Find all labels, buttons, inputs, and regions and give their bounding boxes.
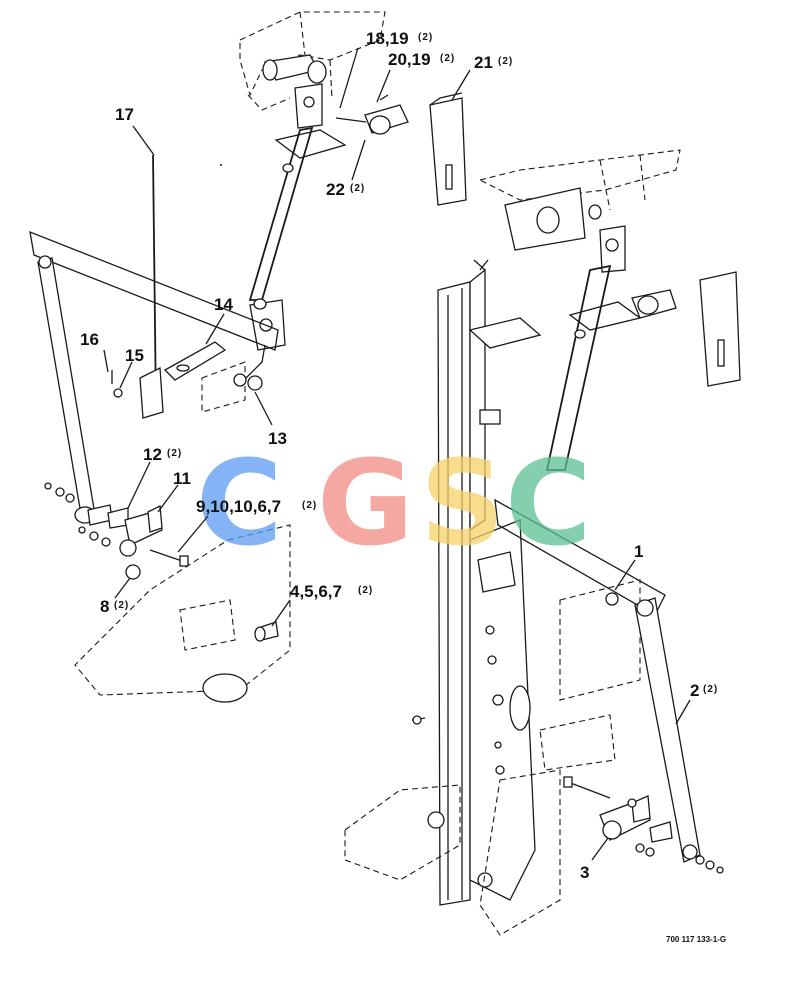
callout-9-10-10-6-7: 9,10,10,6,7 <box>196 497 281 516</box>
callout-18-19-qty: (2) <box>418 32 433 43</box>
callout-2-qty: (2) <box>703 684 718 695</box>
callout-9-10-10-6-7-qty: (2) <box>302 500 317 511</box>
callout-22: 22 <box>326 180 345 199</box>
watermark-letter-1: C <box>196 434 283 572</box>
callout-2: 2 <box>690 681 699 700</box>
callout-12: 12 <box>143 445 162 464</box>
callout-13: 13 <box>268 429 287 448</box>
leader-lines <box>103 47 691 861</box>
callout-8-qty: (2) <box>114 600 129 611</box>
watermark-letter-2: G <box>317 434 414 572</box>
callout-4-5-6-7: 4,5,6,7 <box>290 582 342 601</box>
callout-21: 21 <box>474 53 493 72</box>
watermark: C G S C <box>196 434 592 572</box>
callout-14: 14 <box>214 295 233 314</box>
reference-code: 700 117 133-1-G <box>666 935 726 944</box>
callout-12-qty: (2) <box>167 448 182 459</box>
callout-4-5-6-7-qty: (2) <box>358 585 373 596</box>
callout-22-qty: (2) <box>350 183 365 194</box>
callout-3: 3 <box>580 863 589 882</box>
right-assembly <box>344 149 741 936</box>
callout-17: 17 <box>115 105 134 124</box>
callout-21-qty: (2) <box>498 56 513 67</box>
callout-15: 15 <box>125 346 144 365</box>
callout-20-19-qty: (2) <box>440 53 455 64</box>
callout-11: 11 <box>173 469 191 488</box>
callout-16: 16 <box>80 330 99 349</box>
left-frame <box>29 154 291 703</box>
callout-18-19: 18,19 <box>366 29 409 48</box>
callout-20-19: 20,19 <box>388 50 431 69</box>
callout-1: 1 <box>634 542 643 561</box>
callout-8: 8 <box>100 597 109 616</box>
callouts: 17 18,19 (2) 20,19 (2) 21 (2) 22 (2) 14 … <box>80 29 718 882</box>
watermark-letter-4: C <box>505 434 592 572</box>
watermark-letter-3: S <box>420 434 505 572</box>
